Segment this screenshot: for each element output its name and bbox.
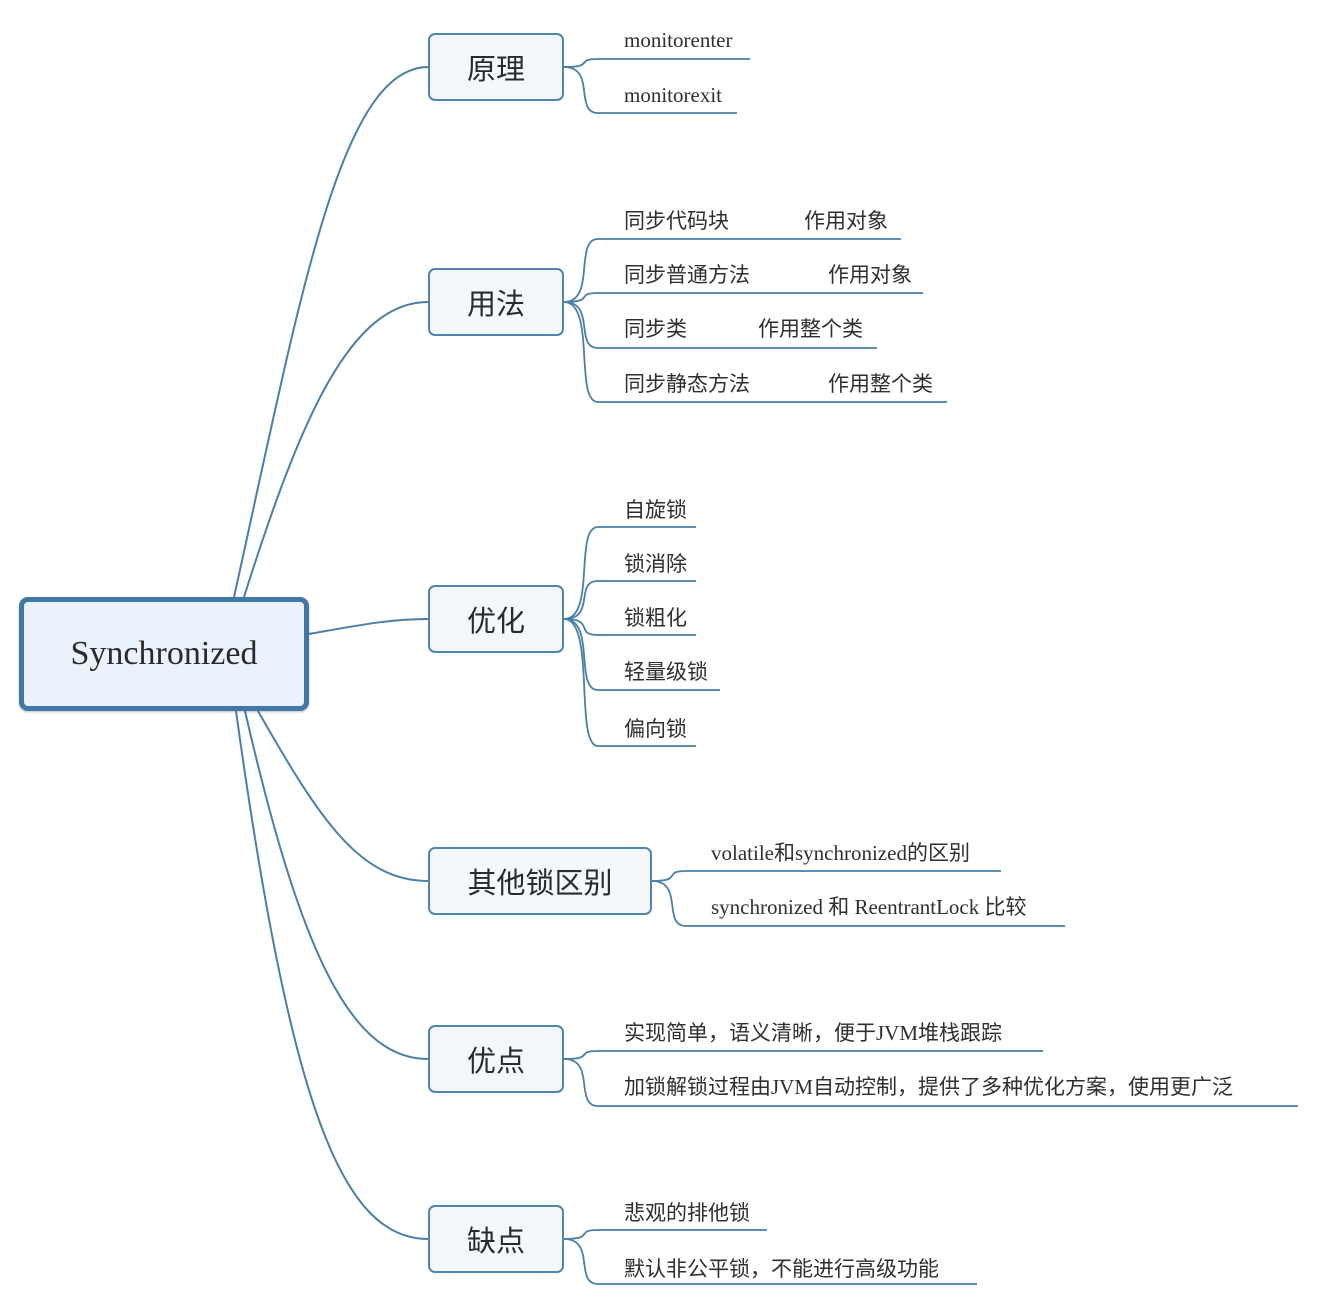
leaf-connector [563, 1238, 977, 1285]
leaf-connector [563, 58, 750, 68]
root-node[interactable]: Synchronized [19, 597, 309, 711]
branch-node-optimization[interactable]: 优化 [428, 585, 564, 653]
leaf-connector [651, 870, 1001, 882]
leaf-connector [563, 618, 696, 636]
leaf-text: monitorenter [624, 28, 733, 52]
leaf-connector [563, 618, 720, 691]
leaf-text: 实现简单，语义清晰，便于JVM堆栈跟踪 [624, 1021, 1003, 1045]
leaf-note: 作用整个类 [828, 372, 933, 396]
leaf-connector [563, 292, 923, 303]
leaf-note: 作用整个类 [758, 317, 863, 341]
leaf-text: monitorexit [624, 83, 722, 107]
leaf-text: 同步静态方法 [624, 372, 750, 396]
leaf-text: 同步代码块 [624, 209, 729, 233]
leaf-note: 作用对象 [804, 209, 888, 233]
branch-node-other-locks[interactable]: 其他锁区别 [428, 847, 652, 915]
leaf-text: 默认非公平锁，不能进行高级功能 [624, 1257, 939, 1281]
trunk-connector [235, 710, 429, 1240]
leaf-text: 同步类 [624, 317, 687, 341]
leaf-connector [563, 1229, 767, 1240]
leaf-connector [651, 880, 1065, 927]
leaf-text: synchronized 和 ReentrantLock 比较 [711, 895, 1027, 919]
leaf-connector [563, 526, 696, 620]
branch-node-usage[interactable]: 用法 [428, 268, 564, 336]
leaf-connector [563, 301, 877, 349]
leaf-text: 悲观的排他锁 [624, 1201, 750, 1225]
leaf-connector [563, 238, 901, 303]
trunk-connector [233, 66, 429, 598]
branch-node-disadvantages[interactable]: 缺点 [428, 1205, 564, 1273]
trunk-connector [257, 710, 429, 882]
branch-node-advantages[interactable]: 优点 [428, 1025, 564, 1093]
leaf-text: 偏向锁 [624, 717, 687, 741]
trunk-connector [244, 710, 429, 1060]
trunk-connector [308, 618, 429, 635]
leaf-connector [563, 1058, 1298, 1107]
leaf-text: 轻量级锁 [624, 660, 708, 684]
leaf-text: volatile和synchronized的区别 [711, 841, 970, 865]
leaf-text: 同步普通方法 [624, 263, 750, 287]
leaf-text: 自旋锁 [624, 498, 687, 522]
leaf-text: 锁粗化 [624, 606, 687, 630]
branch-node-principle[interactable]: 原理 [428, 33, 564, 101]
leaf-connector [563, 66, 737, 114]
leaf-connector [563, 580, 696, 620]
trunk-connector [243, 301, 429, 598]
leaf-connector [563, 1050, 1043, 1060]
leaf-connector [563, 301, 947, 403]
leaf-text: 锁消除 [624, 552, 687, 576]
leaf-text: 加锁解锁过程由JVM自动控制，提供了多种优化方案，使用更广泛 [624, 1075, 1234, 1099]
leaf-note: 作用对象 [828, 263, 912, 287]
leaf-connector [563, 618, 696, 747]
